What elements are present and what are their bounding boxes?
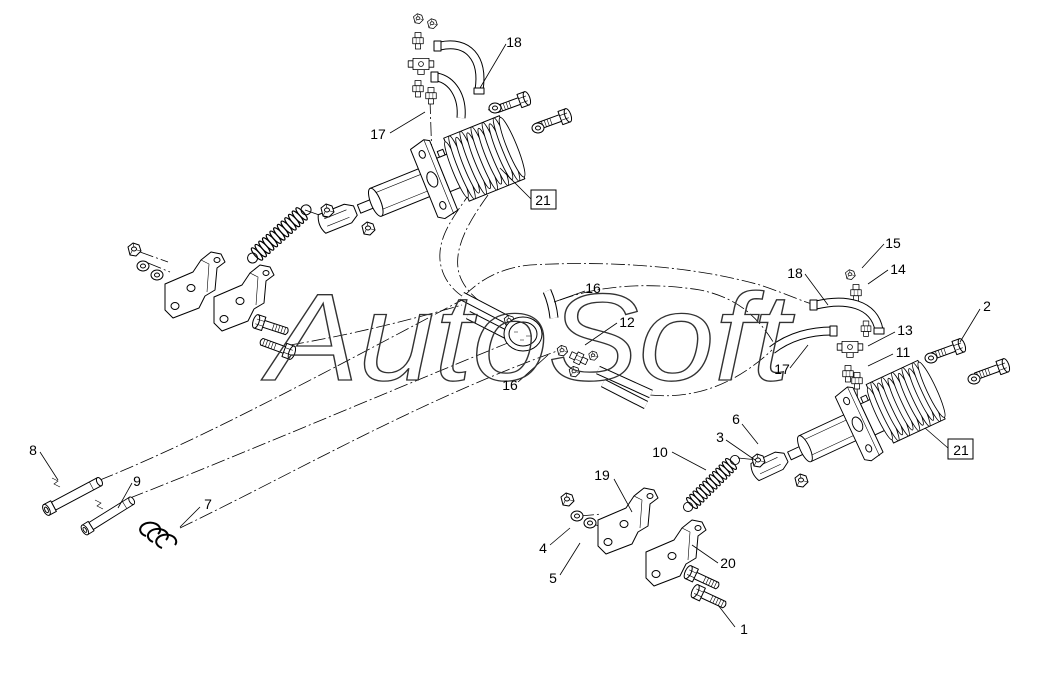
callout-12: 12 bbox=[619, 314, 635, 330]
cylinder-assembly-upper bbox=[304, 107, 533, 264]
callout-18-upper: 18 bbox=[506, 34, 522, 50]
callout-6: 6 bbox=[732, 411, 740, 427]
callout-21-upper: 21 bbox=[535, 192, 551, 208]
callout-17-lower: 17 bbox=[774, 361, 790, 377]
bracket-lower-19 bbox=[597, 487, 659, 555]
callout-15: 15 bbox=[885, 235, 901, 251]
callout-8: 8 bbox=[29, 442, 37, 458]
washer-lower-flange-a bbox=[924, 352, 938, 364]
nut-upper-bracket bbox=[127, 242, 142, 257]
hose-lower-17 bbox=[769, 325, 838, 354]
washer-upper-flange-a bbox=[488, 102, 502, 114]
callout-9: 9 bbox=[133, 473, 141, 489]
callout-18-lower: 18 bbox=[787, 265, 803, 281]
clip-8 bbox=[51, 477, 61, 488]
fittings-lower bbox=[836, 269, 872, 390]
upper-assembly bbox=[127, 13, 574, 361]
circlips-7 bbox=[139, 521, 178, 549]
leader-lines bbox=[39, 43, 981, 628]
callout-box-21-upper bbox=[530, 189, 557, 210]
washer-upper-a bbox=[136, 260, 150, 272]
callout-16-lower: 16 bbox=[502, 377, 518, 393]
callout-20: 20 bbox=[720, 555, 736, 571]
callout-21-lower: 21 bbox=[953, 442, 969, 458]
callout-17-upper: 17 bbox=[370, 126, 386, 142]
nut-upper-clevis bbox=[361, 221, 376, 236]
hose-upper-18 bbox=[433, 40, 485, 95]
callout-14: 14 bbox=[890, 261, 906, 277]
pin-8 bbox=[40, 474, 105, 518]
nut-lower-clevis bbox=[794, 473, 809, 488]
callout-19: 19 bbox=[594, 467, 610, 483]
callout-3: 3 bbox=[716, 429, 724, 445]
callout-10: 10 bbox=[652, 444, 668, 460]
spring-upper bbox=[242, 199, 316, 268]
washer-lower-flange-b bbox=[967, 373, 981, 385]
bolt-lower-1b bbox=[689, 583, 730, 613]
hose-16 bbox=[542, 289, 559, 319]
watermark-logo: AutoSoft bbox=[260, 269, 795, 407]
callout-2: 2 bbox=[983, 298, 991, 314]
clip-9 bbox=[94, 499, 104, 510]
callout-1: 1 bbox=[740, 621, 748, 637]
nut-lower-bracket bbox=[560, 492, 575, 507]
callout-box-21-lower bbox=[947, 438, 974, 460]
callout-11: 11 bbox=[896, 344, 911, 360]
callout-16-upper: 16 bbox=[585, 280, 601, 296]
washer-upper-flange-b bbox=[531, 122, 545, 134]
hose-upper-17 bbox=[430, 71, 466, 119]
callout-13: 13 bbox=[897, 322, 913, 338]
pin-9 bbox=[79, 494, 138, 537]
bolt-upper-flange-a bbox=[492, 90, 533, 117]
valve-body-12 bbox=[503, 316, 543, 352]
fittings-upper bbox=[407, 13, 438, 105]
callouts: 18 17 21 15 14 18 2 16 12 13 11 17 16 6 … bbox=[29, 34, 991, 637]
washer-upper-b bbox=[150, 269, 164, 281]
callout-7: 7 bbox=[204, 496, 212, 512]
callout-4: 4 bbox=[539, 540, 547, 556]
washer-lower-4 bbox=[570, 510, 584, 522]
washer-lower-5 bbox=[583, 517, 597, 529]
loose-parts bbox=[40, 474, 178, 549]
hose-lower-18 bbox=[809, 297, 885, 335]
lower-assembly bbox=[560, 269, 1012, 613]
middle-hydraulic-parts bbox=[459, 289, 653, 410]
callout-5: 5 bbox=[549, 570, 557, 586]
